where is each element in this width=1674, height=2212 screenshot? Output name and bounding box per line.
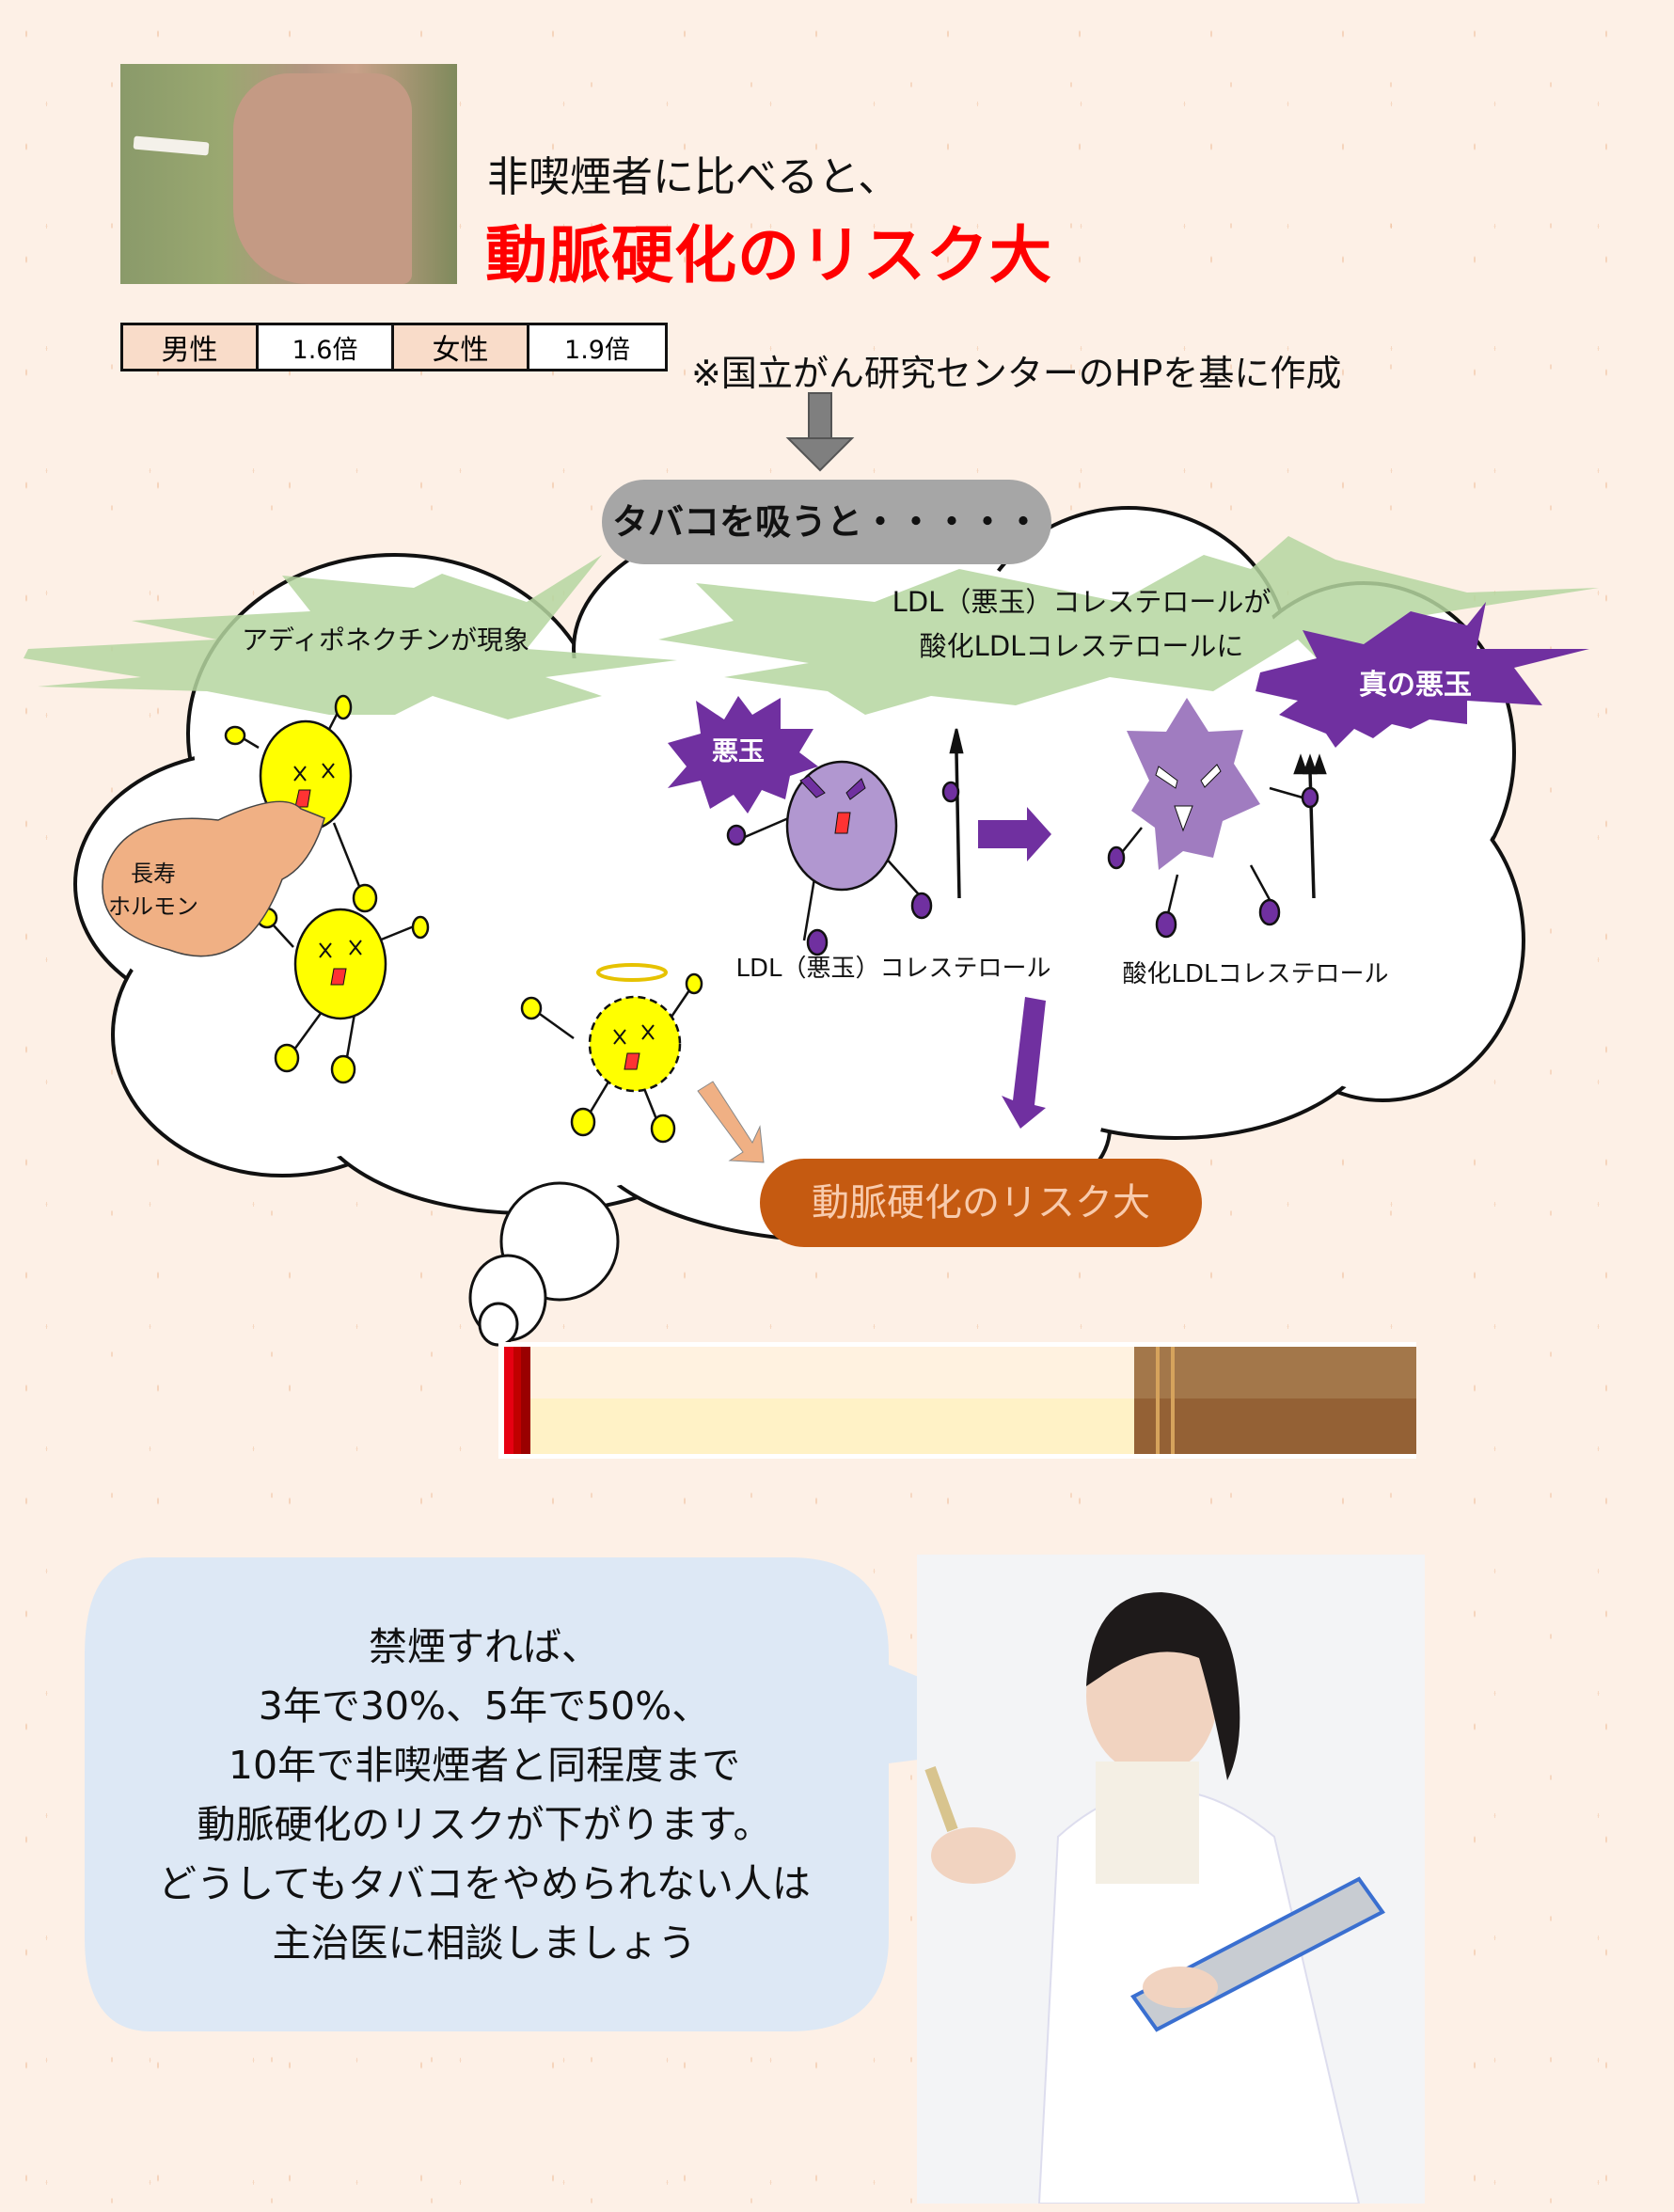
oxidized-ldl-caption: 酸化LDLコレステロール [1123,960,1389,988]
advice-line: 3年で30%、5年で50%、 [258,1683,711,1729]
adiponectin-character-2 [256,907,430,1084]
smoking-effect-diagram: タバコを吸うと・・・・・ アディポネクチンが現象 LDL（悪玉）コレステロールが… [24,392,1599,1459]
purple-down-arrow-icon [1002,997,1046,1129]
female-label: 女性 [394,325,529,369]
trigger-pill: タバコを吸うと・・・・・ [602,480,1051,564]
down-arrow-icon [785,392,855,472]
thought-trail [468,1181,620,1347]
true-villain-text: 真の悪玉 [1359,669,1472,702]
transform-arrow-icon [978,807,1051,861]
result-text: 動脈硬化のリスク大 [812,1181,1150,1224]
smoking-hand-photo [120,64,457,284]
left-burst: アディポネクチンが現象 [24,555,677,719]
doctor-illustration [917,1555,1425,2204]
advice-line: 10年で非喫煙者と同程度まで [228,1743,741,1788]
adiponectin-character-fading [520,963,703,1144]
adiponectin-text: アディポネクチンが現象 [242,624,529,656]
headline-comparison: 非喫煙者に比べると、 [487,153,900,201]
ldl-oxidation-line1: LDL（悪玉）コレステロールが [892,586,1271,618]
ldl-caption: LDL（悪玉）コレステロール [736,955,1051,983]
advice-text: 禁煙すれば、 3年で30%、5年で50%、 10年で非喫煙者と同程度まで 動脈硬… [99,1618,870,1973]
advice-line: 禁煙すれば、 [369,1624,600,1669]
headline-risk: 動脈硬化のリスク大 [485,219,1052,292]
cigarette-graphic [498,1342,1416,1459]
advice-speech-bubble [85,1557,1072,2031]
source-note: ※国立がん研究センターのHPを基に作成 [691,353,1342,394]
doctor-photo [917,1555,1425,2204]
cigarette-shape [133,135,210,156]
advice-line: 主治医に相談しましょう [272,1920,697,1966]
female-value: 1.9倍 [529,325,665,369]
villain-text: 悪玉 [712,735,765,766]
villain-badge: 悪玉 [668,696,818,814]
longevity-hormone-bubble: 長寿 ホルモン [102,800,325,957]
advice-line: 動脈硬化のリスクが下がります。 [197,1802,772,1847]
hand-shape [233,73,412,284]
result-pill: 動脈硬化のリスク大 [760,1159,1202,1247]
salmon-arrow-icon [697,1081,765,1163]
trigger-label: タバコを吸うと・・・・・ [612,501,1041,543]
male-value: 1.6倍 [259,325,394,369]
ldl-oxidation-line2: 酸化LDLコレステロールに [920,630,1244,662]
advice-line: どうしてもタバコをやめられない人は [158,1861,811,1906]
male-label: 男性 [123,325,259,369]
oxidized-ldl-character [1107,698,1327,939]
right-burst: LDL（悪玉）コレステロールが 酸化LDLコレステロールに [658,536,1599,715]
ldl-character [726,728,964,956]
longevity-line2: ホルモン [108,893,198,920]
longevity-line1: 長寿 [131,861,176,887]
true-villain-badge: 真の悪玉 [1256,602,1589,748]
risk-ratio-table: 男性 1.6倍 女性 1.9倍 [120,323,668,371]
